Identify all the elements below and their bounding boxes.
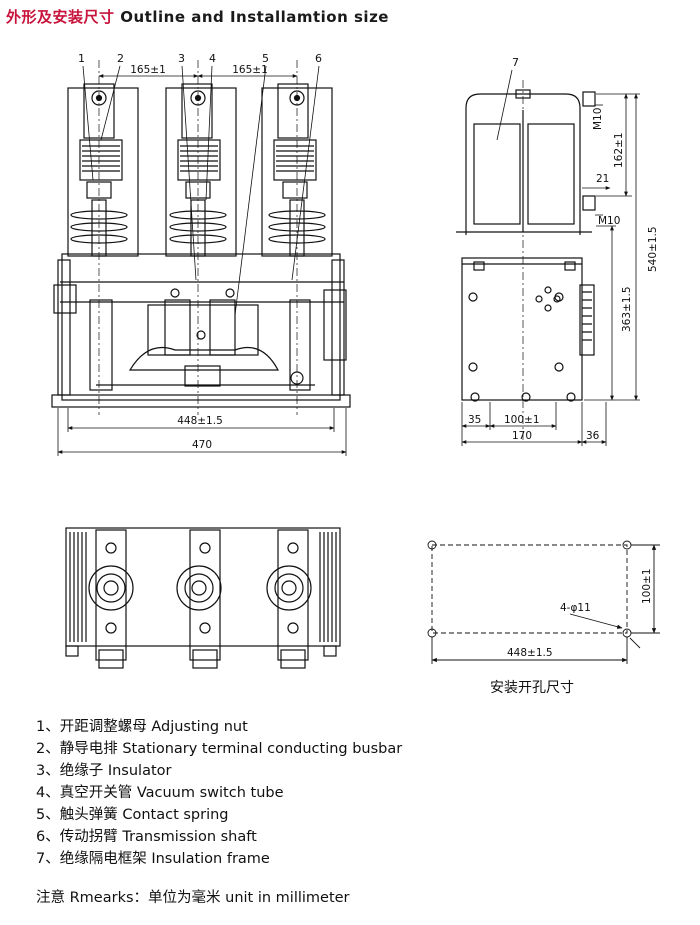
dim-front-spacing-2: 165±1 — [232, 64, 268, 76]
legend-item: 3、绝缘子 Insulator — [36, 760, 402, 782]
dim-mount-width: 448±1.5 — [507, 647, 553, 659]
legend-en: Vacuum switch tube — [136, 785, 284, 801]
legend-cn: 真空开关管 — [59, 785, 133, 801]
dim-front-total-width: 470 — [192, 439, 212, 451]
top-pole-1 — [88, 529, 134, 669]
top-pole-3 — [266, 529, 312, 669]
callout-3: 3 — [178, 52, 185, 65]
legend-no: 1、 — [36, 719, 60, 735]
legend-cn: 传动拐臂 — [59, 829, 118, 845]
dim-side-21: 21 — [596, 173, 609, 185]
dim-mount-holes: 4-φ11 — [560, 602, 591, 614]
front-view — [51, 60, 351, 456]
legend-item: 2、静导电排 Stationary terminal conducting bu… — [36, 738, 402, 760]
callout-5: 5 — [262, 52, 269, 65]
legend-cn: 开距调整螺母 — [59, 719, 147, 735]
legend-cn: 绝缘隔电框架 — [59, 851, 147, 867]
legend-no: 3、 — [36, 763, 60, 779]
dim-side-162: 162±1 — [613, 132, 625, 168]
legend-no: 4、 — [36, 785, 60, 801]
legend-item: 1、开距调整螺母 Adjusting nut — [36, 716, 402, 738]
callout-6: 6 — [315, 52, 322, 65]
callout-4: 4 — [209, 52, 216, 65]
dim-side-35: 35 — [468, 414, 481, 426]
mounting-caption: 安装开孔尺寸 — [490, 680, 574, 696]
callout-1: 1 — [78, 52, 85, 65]
note-label: 注意 Rmearks： — [36, 890, 149, 906]
dim-side-540: 540±1.5 — [647, 226, 659, 272]
mounting-diagram — [427, 540, 660, 664]
dim-front-inner-width: 448±1.5 — [177, 415, 223, 427]
legend-cn: 绝缘子 — [59, 763, 104, 779]
dim-side-363: 363±1.5 — [621, 286, 633, 332]
page-title: 外形及安装尺寸 Outline and Installamtion size — [6, 6, 389, 27]
note-text: 单位为毫米 unit in millimeter — [148, 890, 350, 906]
legend-item: 7、绝缘隔电框架 Insulation frame — [36, 848, 402, 870]
legend-item: 5、触头弹簧 Contact spring — [36, 804, 402, 826]
pole-1 — [67, 83, 139, 257]
legend-no: 7、 — [36, 851, 60, 867]
dim-mount-height: 100±1 — [641, 568, 653, 604]
title-en: Outline and Installamtion size — [120, 8, 389, 26]
legend-no: 6、 — [36, 829, 60, 845]
remarks-note: 注意 Rmearks：单位为毫米 unit in millimeter — [36, 886, 350, 907]
dim-side-m10-mid: M10 — [598, 215, 620, 227]
legend-no: 2、 — [36, 741, 60, 757]
dim-front-spacing-1: 165±1 — [130, 64, 166, 76]
legend-en: Contact spring — [122, 807, 229, 823]
legend-en: Adjusting nut — [151, 719, 248, 735]
legend-cn: 触头弹簧 — [59, 807, 118, 823]
callout-7: 7 — [512, 56, 519, 69]
title-cn: 外形及安装尺寸 — [6, 8, 115, 26]
dim-side-m10-top: M10 — [592, 108, 604, 130]
legend-en: Insulation frame — [151, 851, 270, 867]
legend-en: Insulator — [107, 763, 172, 779]
parts-legend: 1、开距调整螺母 Adjusting nut 2、静导电排 Stationary… — [36, 716, 402, 870]
legend-en: Stationary terminal conducting busbar — [122, 741, 403, 757]
legend-item: 4、真空开关管 Vacuum switch tube — [36, 782, 402, 804]
top-pole-2 — [176, 529, 222, 669]
dim-side-36: 36 — [586, 430, 600, 442]
legend-no: 5、 — [36, 807, 60, 823]
side-view — [456, 69, 640, 446]
legend-cn: 静导电排 — [59, 741, 118, 757]
dim-side-170: 170 — [512, 430, 532, 442]
callout-2: 2 — [117, 52, 124, 65]
legend-en: Transmission shaft — [122, 829, 257, 845]
legend-item: 6、传动拐臂 Transmission shaft — [36, 826, 402, 848]
top-view — [65, 527, 341, 669]
pole-2 — [165, 83, 237, 257]
dim-side-100: 100±1 — [504, 414, 540, 426]
